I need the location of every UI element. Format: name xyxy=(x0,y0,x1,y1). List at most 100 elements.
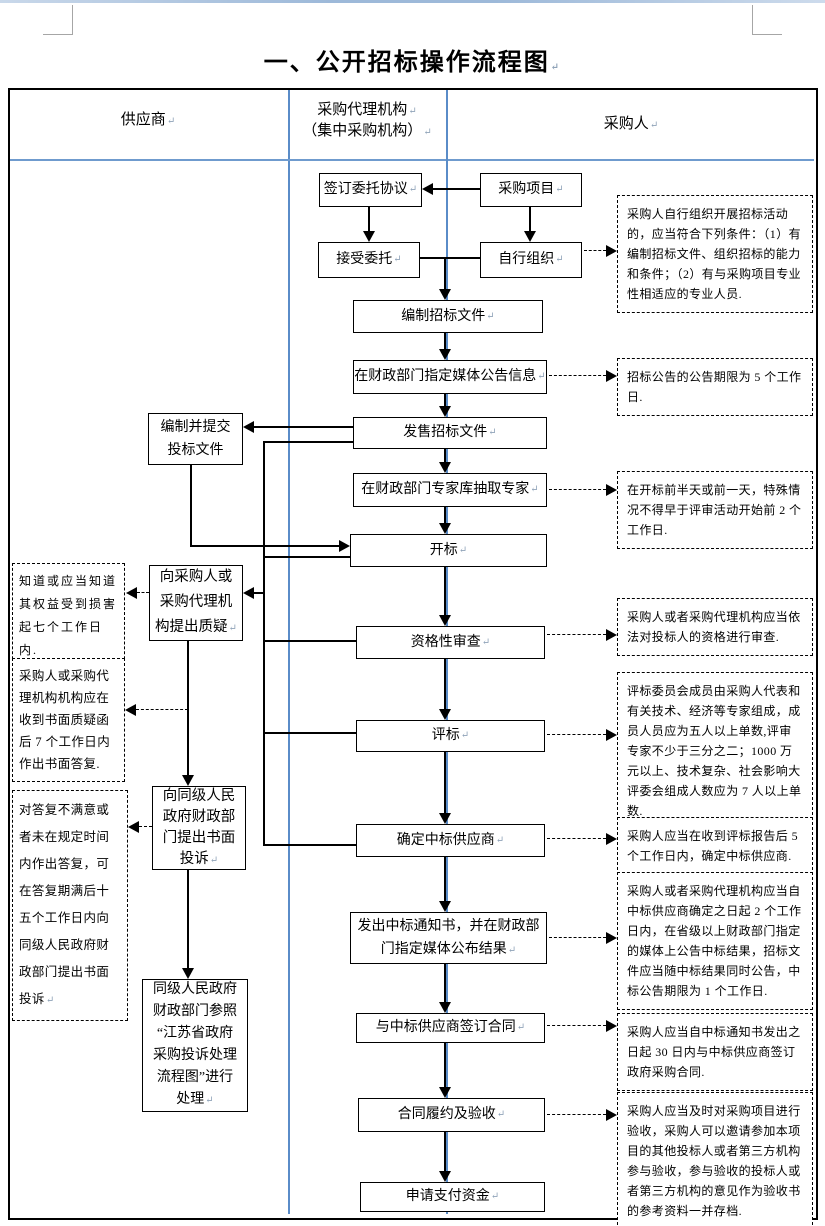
box-label: 自行组织 xyxy=(498,252,555,267)
arrowhead-down xyxy=(439,406,451,417)
note-text: 采购人或者采购代理机构应当自中标供应商确定之日起 2 个工作日内，在省级以上财政… xyxy=(627,884,802,998)
connector-line xyxy=(263,556,350,558)
connector-line xyxy=(444,752,446,814)
note-text: 在开标前半天或前一天，特殊情况不得早于评审活动开始前 2 个工作日. xyxy=(627,483,802,537)
note-text: 招标公告的公告期限为 5 个工作日. xyxy=(627,370,802,404)
connector-line xyxy=(263,732,356,734)
arrowhead-left xyxy=(243,421,254,433)
note-text: 采购人应当自中标通知书发出之日起 30 日内与中标供应商签订政府采购合同. xyxy=(627,1025,801,1079)
paragraph-mark: ↵ xyxy=(408,106,417,117)
paragraph-mark: ↵ xyxy=(488,427,497,438)
arrowhead-down xyxy=(439,615,451,626)
dashed-connector xyxy=(549,489,606,490)
arrowhead-right xyxy=(606,1109,617,1121)
lane-header-text: （集中采购机构） xyxy=(302,123,423,139)
arrowhead-left xyxy=(243,587,254,599)
paragraph-mark: ↵ xyxy=(496,1109,506,1120)
box-label-text: 发出中标通知书，并在财政部门指定媒体公布结果 xyxy=(357,918,540,957)
box-label: 合同履约及验收 xyxy=(397,1107,496,1122)
paragraph-mark: ↵ xyxy=(458,544,468,556)
note-result-announcement: 采购人或者采购代理机构应当自中标供应商确定之日起 2 个工作日内，在省级以上财政… xyxy=(617,872,813,1010)
box-label: 在财政部门指定媒体公告信息 xyxy=(354,369,537,384)
arrowhead-down xyxy=(524,231,536,242)
flow-box-draw-experts: 在财政部门专家库抽取专家↵ xyxy=(353,473,547,507)
connector-line xyxy=(190,545,339,547)
box-label: 编制并提交 投标文件 xyxy=(161,416,231,462)
paragraph-mark: ↵ xyxy=(507,944,517,956)
connector-line xyxy=(444,257,446,290)
connector-line xyxy=(368,207,370,232)
query-trunk-line xyxy=(263,441,265,846)
crop-mark-top-left xyxy=(72,5,73,35)
arrowhead-right xyxy=(606,1020,617,1032)
arrowhead-down xyxy=(439,462,451,473)
connector-line xyxy=(444,567,446,616)
note-contract-signing-limit: 采购人应当自中标通知书发出之日起 30 日内与中标供应商签订政府采购合同. xyxy=(617,1013,813,1091)
arrowhead-down xyxy=(439,813,451,824)
arrowhead-right xyxy=(606,729,617,741)
box-label: 采购项目 xyxy=(498,182,555,197)
note-text: 知道或应当知道其权益受到损害起七个工作日内. xyxy=(19,574,118,657)
paragraph-mark: ↵ xyxy=(490,1191,500,1202)
dashed-connector xyxy=(136,709,188,710)
dashed-connector xyxy=(547,838,606,839)
supplier-box-prepare-submit-bid: 编制并提交 投标文件 xyxy=(148,413,243,465)
paragraph-mark: ↵ xyxy=(555,254,564,265)
flow-box-determine-winner: 确定中标供应商↵ xyxy=(356,824,545,857)
lane-header-text: 采购代理机构 xyxy=(317,102,408,118)
note-evaluation-committee: 评标委员会成员由采购人代表和有关技术、经济等专家组成，成员人员应为五人以上单数,… xyxy=(617,672,813,830)
connector-line xyxy=(254,592,264,594)
flow-box-self-organize: 自行组织↵ xyxy=(480,242,582,278)
arrowhead-right xyxy=(606,245,617,257)
header-separator-line xyxy=(10,159,814,161)
flow-box-publish-announcement: 在财政部门指定媒体公告信息↵ xyxy=(353,360,547,394)
flow-box-qualification-review: 资格性审查↵ xyxy=(356,626,545,659)
lane-header-agency: 采购代理机构↵（集中采购机构）↵ xyxy=(288,98,446,140)
connector-line xyxy=(254,426,353,428)
connector-line xyxy=(433,188,480,190)
crop-mark-top-left xyxy=(43,34,73,35)
supplier-box-finance-dept-handling: 同级人民政府 财政部门参照 “江苏省政府 采购投诉处理 流程图”进行 处理↵ xyxy=(142,979,248,1112)
flow-box-bid-opening: 开标↵ xyxy=(350,534,547,567)
box-label: 申请支付资金 xyxy=(405,1189,490,1204)
flow-box-contract-acceptance: 合同履约及验收↵ xyxy=(358,1098,545,1132)
paragraph-mark: ↵ xyxy=(486,310,495,322)
note-written-reply-limit: 采购人或采购代理机构机构应在收到书面质疑函后 7 个工作日内作出书面答复. xyxy=(12,658,125,782)
flow-box-sell-bid-documents: 发售招标文件↵ xyxy=(353,417,547,449)
box-label: 向同级人民 政府财政部 门提出书面 投诉↵ xyxy=(163,786,236,871)
note-self-organize-conditions: 采购人自行组织开展招标活动的，应当符合下列条件：（1）有编制招标文件、组织招标的… xyxy=(617,195,813,313)
arrowhead-down xyxy=(439,1087,451,1098)
arrowhead-right xyxy=(606,484,617,496)
note-text: 采购人应当在收到评标报告后 5 个工作日内，确定中标供应商. xyxy=(627,829,799,863)
connector-line xyxy=(444,449,446,463)
flow-box-procurement-project: 采购项目↵ xyxy=(480,173,582,207)
box-label: 向采购人或 采购代理机 构提出质疑↵ xyxy=(155,565,237,641)
page-title-text: 一、公开招标操作流程图 xyxy=(263,50,550,76)
arrowhead-down xyxy=(182,775,194,786)
lane-header-text: 供应商 xyxy=(120,112,166,128)
arrowhead-right xyxy=(606,629,617,641)
note-text: 采购人应当及时对采购项目进行验收，采购人可以邀请参加本项目的其他投标人或者第三方… xyxy=(627,1104,801,1218)
dashed-connector xyxy=(584,250,606,251)
note-acceptance-rules: 采购人应当及时对采购项目进行验收，采购人可以邀请参加本项目的其他投标人或者第三方… xyxy=(617,1092,813,1226)
box-label: 发售招标文件 xyxy=(403,425,488,440)
flow-box-issue-award-notice: 发出中标通知书，并在财政部门指定媒体公布结果↵ xyxy=(350,912,547,964)
arrowhead-down xyxy=(363,231,375,242)
box-label: 发出中标通知书，并在财政部门指定媒体公布结果↵ xyxy=(356,915,541,962)
paragraph-mark: ↵ xyxy=(555,184,564,195)
page-top-edge xyxy=(0,0,825,3)
arrowhead-down xyxy=(182,968,194,979)
paragraph-mark: ↵ xyxy=(649,120,659,131)
lane-header-supplier: 供应商↵ xyxy=(8,108,288,129)
page-title: 一、公开招标操作流程图↵ xyxy=(0,42,825,77)
note-query-time-limit: 知道或应当知道其权益受到损害起七个工作日内. xyxy=(12,563,125,669)
flow-box-prepare-bid-documents: 编制招标文件↵ xyxy=(353,300,543,333)
paragraph-mark: ↵ xyxy=(460,730,470,741)
connector-line xyxy=(444,1132,446,1172)
lane-divider-left xyxy=(288,90,290,1214)
supplier-box-raise-query: 向采购人或 采购代理机 构提出质疑↵ xyxy=(149,565,243,641)
paragraph-mark: ↵ xyxy=(550,62,562,73)
connector-line xyxy=(529,207,531,232)
arrowhead-right xyxy=(339,540,350,552)
